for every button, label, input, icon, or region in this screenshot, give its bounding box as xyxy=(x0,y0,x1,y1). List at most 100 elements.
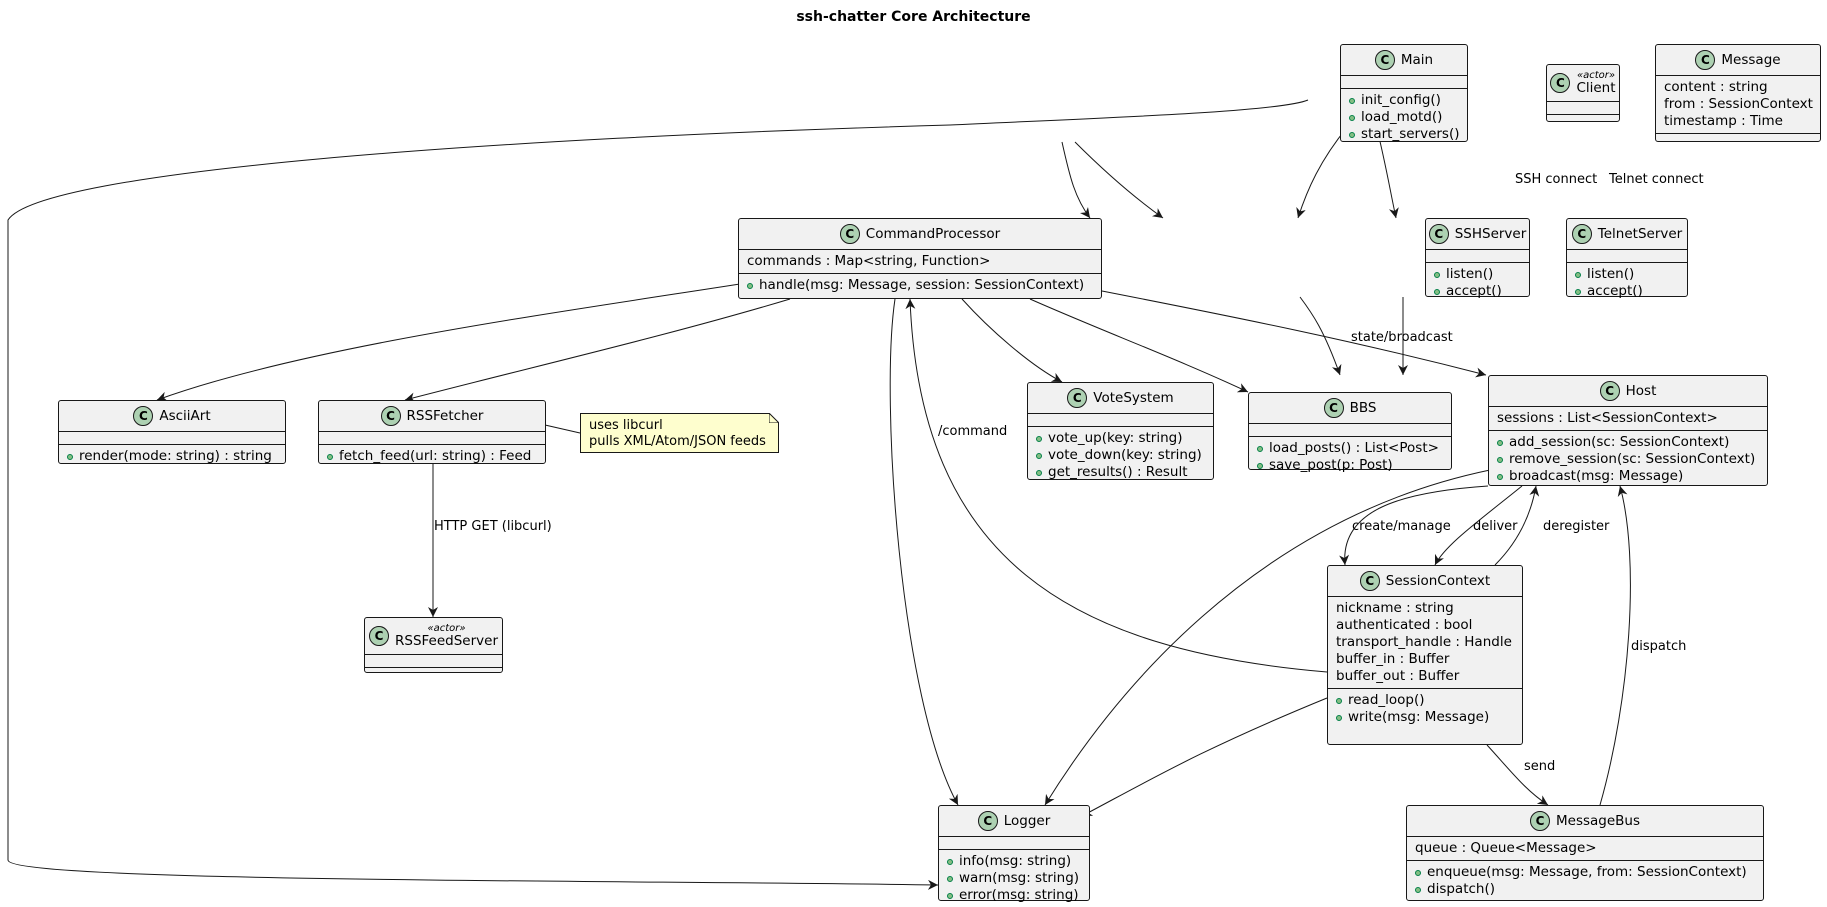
method: render(mode: string) : string xyxy=(79,448,272,464)
method: get_results() : Result xyxy=(1048,464,1188,480)
edge-label-http-get: HTTP GET (libcurl) xyxy=(434,519,552,534)
class-badge-icon: C xyxy=(133,406,154,426)
public-method-icon xyxy=(1575,288,1581,295)
public-method-icon xyxy=(1349,114,1355,121)
field: transport_handle : Handle xyxy=(1336,634,1512,650)
note-fold-icon xyxy=(769,413,779,423)
edge-label-deregister: deregister xyxy=(1543,519,1610,534)
class-name: VoteSystem xyxy=(1093,389,1174,406)
fields-section xyxy=(319,431,545,444)
fields-section: commands : Map<string, Function> xyxy=(739,249,1101,273)
public-method-icon xyxy=(1036,435,1042,442)
field: authenticated : bool xyxy=(1336,617,1473,633)
method: add_session(sc: SessionContext) xyxy=(1509,434,1730,450)
public-method-icon xyxy=(1036,452,1042,459)
class-badge-icon: C xyxy=(1359,571,1380,591)
edge-main-telnet xyxy=(1074,141,1164,219)
public-method-icon xyxy=(1349,97,1355,104)
public-method-icon xyxy=(947,858,953,865)
class-badge-icon: C xyxy=(1599,381,1620,401)
class-name: MessageBus xyxy=(1555,812,1641,829)
fields-section xyxy=(1341,75,1467,88)
field: content : string xyxy=(1664,79,1768,95)
method: handle(msg: Message, session: SessionCon… xyxy=(759,277,1085,293)
edge-label-ssh-connect: SSH connect xyxy=(1515,172,1598,187)
methods-section: render(mode: string) : string xyxy=(59,444,285,468)
edge-host-session-create xyxy=(1339,485,1489,566)
fields-section: content : string from : SessionContext t… xyxy=(1656,75,1820,133)
class-client[interactable]: C «actor»Client xyxy=(1546,64,1620,122)
class-name: CommandProcessor xyxy=(865,225,1001,242)
edge-cmd-logger xyxy=(889,298,959,806)
methods-section: listen() accept() xyxy=(1567,262,1687,303)
methods-section: init_config() load_motd() start_servers(… xyxy=(1341,88,1467,146)
class-host[interactable]: C Host sessions : List<SessionContext> ad… xyxy=(1488,375,1768,486)
class-badge-icon: C xyxy=(1067,388,1088,408)
method: init_config() xyxy=(1361,92,1441,108)
methods-section xyxy=(1656,133,1820,146)
class-name: AsciiArt xyxy=(159,407,211,424)
methods-section: listen() accept() xyxy=(1426,262,1529,303)
public-method-icon xyxy=(1349,131,1355,138)
diagram-title: ssh-chatter Core Architecture xyxy=(796,9,1031,25)
public-method-icon xyxy=(1415,886,1421,893)
methods-section: enqueue(msg: Message, from: SessionConte… xyxy=(1407,860,1763,901)
edge-cmd-bbs xyxy=(1029,298,1249,393)
class-name: Main xyxy=(1400,51,1434,68)
fields-section xyxy=(1567,249,1687,262)
public-method-icon xyxy=(1415,869,1421,876)
class-rssfeedserver[interactable]: C«actor»RSSFeedServer xyxy=(364,617,503,673)
field: buffer_out : Buffer xyxy=(1336,668,1460,684)
class-name: Logger xyxy=(1003,812,1051,829)
class-badge-icon: C xyxy=(1550,73,1571,93)
public-method-icon xyxy=(1336,697,1342,704)
public-method-icon xyxy=(1434,271,1440,278)
class-stereotype: «actor» xyxy=(427,622,466,634)
field: from : SessionContext xyxy=(1664,96,1813,112)
class-badge-icon: C xyxy=(1571,224,1592,244)
public-method-icon xyxy=(1497,456,1503,463)
class-name: Client xyxy=(1576,80,1616,97)
class-badge-icon: C xyxy=(1428,224,1449,244)
method: read_loop() xyxy=(1348,692,1425,708)
fields-section xyxy=(939,836,1089,849)
fields-section xyxy=(59,431,285,444)
class-stereotype: «actor» xyxy=(1576,69,1616,81)
edge-ssh-host xyxy=(1299,296,1342,376)
public-method-icon xyxy=(1497,473,1503,480)
edge-label-deliver: deliver xyxy=(1473,519,1518,534)
method: info(msg: string) xyxy=(959,853,1072,869)
method: fetch_feed(url: string) : Feed xyxy=(339,448,532,464)
edge-session-host-deregister xyxy=(1494,485,1540,566)
method: error(msg: string) xyxy=(959,887,1079,903)
method: start_servers() xyxy=(1361,126,1460,142)
field: commands : Map<string, Function> xyxy=(747,253,991,269)
methods-section: add_session(sc: SessionContext) remove_s… xyxy=(1489,430,1767,488)
method: accept() xyxy=(1446,283,1502,299)
public-method-icon xyxy=(1497,439,1503,446)
fields-section xyxy=(1249,423,1451,436)
methods-section: info(msg: string) warn(msg: string) erro… xyxy=(939,849,1089,907)
edge-main-ssh xyxy=(1061,141,1091,219)
methods-section: load_posts() : List<Post> save_post(p: P… xyxy=(1249,436,1451,477)
field: sessions : List<SessionContext> xyxy=(1497,410,1718,426)
class-asciiart[interactable]: C AsciiArt render(mode: string) : string xyxy=(58,400,286,464)
method: write(msg: Message) xyxy=(1348,709,1490,725)
edge-bus-host xyxy=(1599,485,1631,806)
class-name: Host xyxy=(1625,382,1657,399)
edge-session-bus xyxy=(1486,744,1549,806)
class-name: SessionContext xyxy=(1385,572,1491,589)
edge-host-logger xyxy=(1044,469,1491,806)
method: broadcast(msg: Message) xyxy=(1509,468,1684,484)
